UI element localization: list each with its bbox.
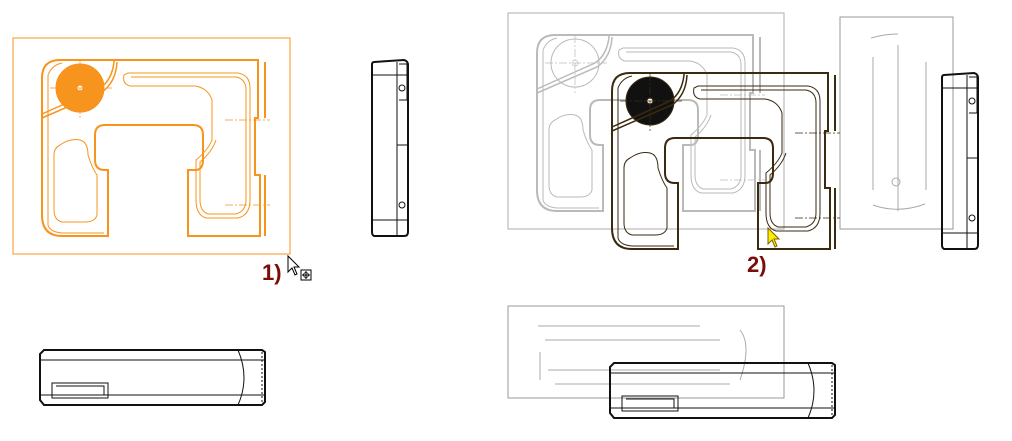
move-cursor-icon bbox=[287, 254, 312, 281]
step-2-label: 2) bbox=[747, 252, 767, 277]
bottom-view[interactable] bbox=[39, 349, 266, 406]
ghost-front-view bbox=[507, 12, 785, 230]
selection-box bbox=[12, 37, 291, 255]
front-view-selected[interactable] bbox=[41, 59, 271, 237]
ghost-side-view bbox=[839, 16, 954, 230]
step-1-label: 1) bbox=[262, 260, 282, 285]
front-view-moved[interactable] bbox=[611, 72, 841, 250]
side-view-moved[interactable] bbox=[941, 72, 979, 250]
ghost-bottom-view bbox=[507, 305, 785, 399]
bottom-view-moved[interactable] bbox=[609, 362, 836, 419]
arrow-cursor-icon bbox=[767, 226, 781, 248]
side-view[interactable] bbox=[371, 59, 409, 237]
